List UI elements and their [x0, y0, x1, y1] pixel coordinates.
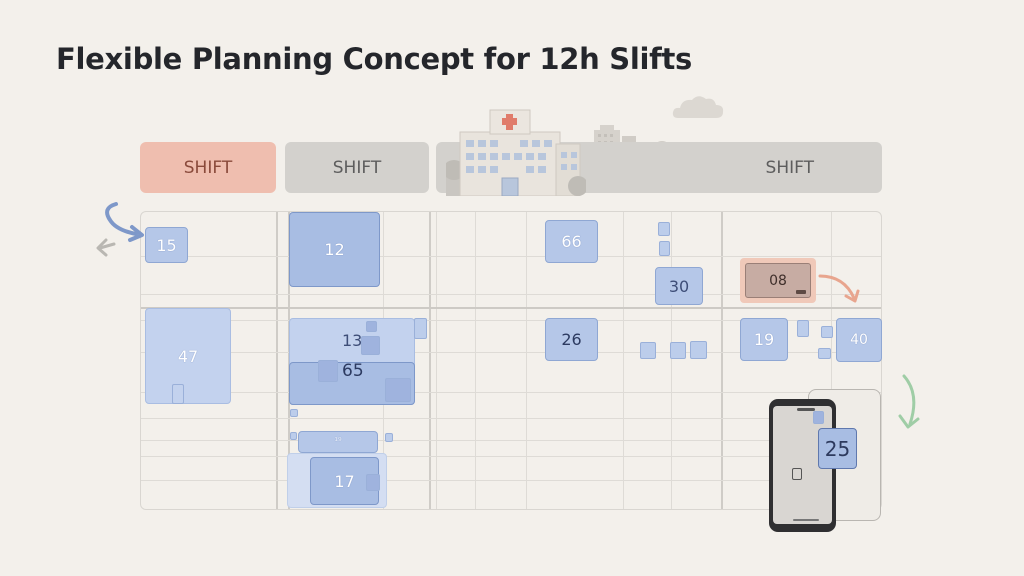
- shift-block-66-label: 66: [561, 232, 582, 251]
- mini-block: [414, 318, 427, 339]
- shift-block-47-label: 47: [177, 346, 199, 366]
- shift-block-25-label: 25: [824, 436, 851, 461]
- shift-block-19[interactable]: 19: [740, 318, 788, 361]
- shift-block-15-label: 15: [156, 235, 177, 255]
- shift-block-12-label: 12: [324, 240, 345, 259]
- mini-block: [797, 320, 809, 337]
- shift-block-17-label: 17: [334, 471, 355, 491]
- shift-block-08-label: 08: [769, 272, 787, 289]
- mini-block: [318, 360, 338, 382]
- shift-block-40[interactable]: 40: [836, 318, 882, 362]
- block-handle: [796, 290, 806, 294]
- shift-block-19-label: 19: [753, 330, 775, 349]
- mini-block: [818, 348, 831, 359]
- shift-block-08-highlighted[interactable]: 08: [740, 258, 816, 303]
- shift-block-thin: ¹⁹: [298, 431, 378, 453]
- shift-block-40-label: 40: [850, 332, 868, 348]
- shift-block-65-label: 65: [342, 361, 364, 381]
- mini-block: [690, 341, 707, 359]
- mini-block: [290, 409, 298, 417]
- curved-arrow-icon: [818, 274, 860, 303]
- mini-block: [813, 411, 824, 424]
- shift-block-25[interactable]: 25: [818, 428, 857, 469]
- mini-block: [385, 433, 393, 442]
- app-icon: [792, 468, 802, 480]
- shift-block-66[interactable]: 66: [545, 220, 598, 263]
- shift-block-30[interactable]: 30: [655, 267, 703, 305]
- shift-block-47[interactable]: 47: [145, 308, 231, 404]
- diagram-title: Flexible Planning Concept for 12h Slifts: [56, 42, 692, 76]
- shift-header-2: SHIFT: [285, 142, 429, 193]
- shift-block-26[interactable]: 26: [545, 318, 598, 361]
- curved-arrow-icon: [898, 374, 920, 429]
- mini-block: [385, 378, 411, 402]
- curved-arrow-icon: [96, 202, 144, 257]
- mini-block: [172, 384, 184, 404]
- shift-header-1: SHIFT: [140, 142, 276, 193]
- schedule-grid: [140, 211, 882, 510]
- shift-block-30-label: 30: [668, 276, 690, 296]
- shift-header-3-label: SHIFT: [765, 157, 814, 178]
- mini-block: [658, 222, 670, 236]
- shift-block-26-label: 26: [561, 330, 582, 349]
- mini-block: [366, 321, 377, 332]
- mini-block: [290, 432, 297, 440]
- mini-block: [366, 474, 380, 491]
- mini-block: [361, 336, 380, 355]
- mini-block: [821, 326, 833, 338]
- hospital-icon: [446, 109, 586, 196]
- mini-block: [670, 342, 686, 359]
- cloud-icon: [672, 96, 724, 118]
- mini-block: [640, 342, 656, 359]
- shift-block-13-label: 13: [342, 331, 363, 350]
- mini-block: [659, 241, 670, 256]
- shift-block-08-inner: 08: [745, 263, 811, 298]
- shift-block-12[interactable]: 12: [289, 212, 380, 287]
- shift-block-15[interactable]: 15: [145, 227, 188, 263]
